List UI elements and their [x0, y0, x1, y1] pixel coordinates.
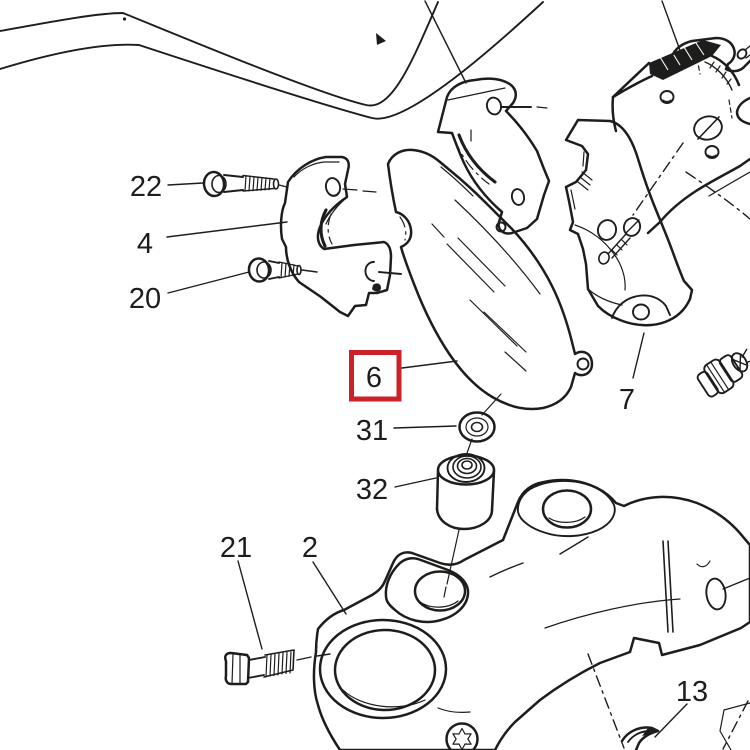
callout-label-13[interactable]: 13: [676, 676, 708, 708]
part-6-bracket: [386, 148, 594, 411]
instrument-plate: [611, 36, 750, 235]
ghost-part-corner: [719, 702, 750, 750]
fork-clamp-slit: [662, 540, 674, 633]
bar-arrow-mark: [376, 33, 386, 45]
bushing-32: [394, 453, 496, 598]
leader-32: [394, 477, 437, 488]
leader-20: [167, 271, 250, 294]
front-riser-boss: [384, 556, 470, 624]
callout-label-21[interactable]: 21: [220, 532, 252, 564]
part-2-top-yoke: [312, 478, 750, 750]
callout-label-7[interactable]: 7: [619, 384, 635, 416]
callout-label-32[interactable]: 32: [356, 474, 388, 506]
clamp-screw-hole-bottom: [364, 261, 375, 282]
bar-mark-dot: [122, 17, 127, 21]
callout-label-2[interactable]: 2: [302, 532, 318, 564]
rear-clamp-half: [436, 77, 551, 235]
leader-13: [654, 703, 688, 738]
bolt-21: [223, 560, 331, 686]
screw-20: [167, 257, 318, 294]
handlebar-tube: [0, 1, 544, 120]
plate-slotted-hole: [693, 115, 723, 141]
leader-offscreen-top: [424, 0, 467, 84]
callout-label-4[interactable]: 4: [137, 228, 153, 260]
leader-2: [312, 561, 347, 615]
connector-fitting: [696, 348, 750, 398]
hatched-clamp-tab: [649, 40, 721, 80]
leader-21: [237, 560, 263, 650]
leader-7: [632, 332, 645, 379]
leader-31: [393, 425, 457, 429]
torx-screw: [445, 722, 479, 750]
bracket-lower-hole: [632, 303, 650, 321]
callout-label-20[interactable]: 20: [129, 283, 161, 315]
leader-4: [166, 221, 288, 238]
clamp-pinch-hole: [705, 577, 727, 611]
leader-offscreen-top-right: [661, 0, 682, 54]
part-4-clamp-half: [279, 155, 402, 318]
callout-label-6-selected[interactable]: 6: [366, 362, 382, 394]
bracket-screw-head: [622, 217, 642, 237]
clamp-screw-hole-top: [324, 177, 342, 197]
selected-part-callout[interactable]: [349, 350, 458, 402]
leader-6: [401, 360, 458, 369]
steering-stem-ring: [318, 618, 448, 720]
rear-riser-boss: [516, 479, 616, 538]
part-13-clip: [620, 700, 750, 750]
selected-part-box: [349, 350, 402, 402]
callout-label-22[interactable]: 22: [130, 171, 162, 203]
clamp-bolt-hole: [485, 96, 503, 116]
washer-31: [393, 393, 502, 457]
bracket-tab-hole: [576, 357, 590, 371]
screw-22: [167, 170, 288, 198]
callout-label-31[interactable]: 31: [356, 415, 388, 447]
leader-22: [167, 182, 204, 186]
part-7-bracket: [564, 118, 750, 379]
